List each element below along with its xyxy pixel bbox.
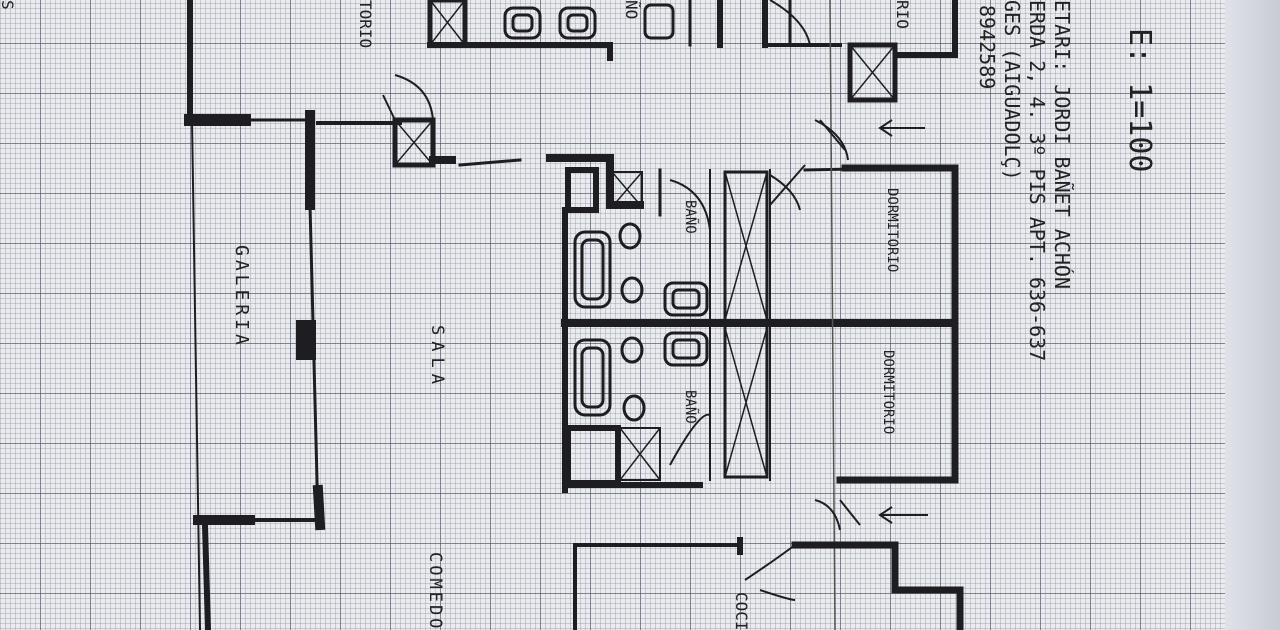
label-dormitorio-top-right: RIO bbox=[893, 0, 912, 29]
owner-label: ETARI: JORDI BAÑET ACHÓN bbox=[1050, 0, 1074, 289]
label-bano-1: BAÑO bbox=[682, 200, 699, 234]
address-label: ERDA 2, 4. 3º PIS APT. 636-637 bbox=[1025, 0, 1049, 361]
label-bano-2: BAÑO bbox=[682, 390, 699, 424]
room-labels: TORIO ÑO RIO GALERIA SALA BAÑO BAÑO DORM… bbox=[0, 0, 912, 630]
label-cocina: COCI bbox=[732, 592, 751, 630]
label-dormitorio-1: DORMITORIO bbox=[884, 188, 900, 272]
phone-label: 8942589 bbox=[975, 5, 999, 89]
fixtures bbox=[503, 3, 709, 422]
label-dormitorio-2: DORMITORIO bbox=[880, 350, 896, 434]
title-block: E: 1=100 ETARI: JORDI BAÑET ACHÓN ERDA 2… bbox=[975, 0, 1157, 361]
label-dormitorio-top-left: TORIO bbox=[356, 0, 375, 48]
town-label: GES (AIGUADOLÇ) bbox=[1000, 0, 1024, 181]
walls bbox=[184, 0, 964, 630]
label-galeria: GALERIA bbox=[231, 245, 252, 349]
label-bano-top: ÑO bbox=[622, 0, 641, 19]
scale-label: E: 1=100 bbox=[1122, 28, 1157, 173]
door-swings bbox=[382, 0, 928, 601]
label-sala: SALA bbox=[427, 325, 447, 390]
label-corner: S bbox=[0, 0, 17, 10]
paper-edge bbox=[1225, 0, 1280, 630]
label-comedor: COMEDO bbox=[425, 552, 445, 630]
